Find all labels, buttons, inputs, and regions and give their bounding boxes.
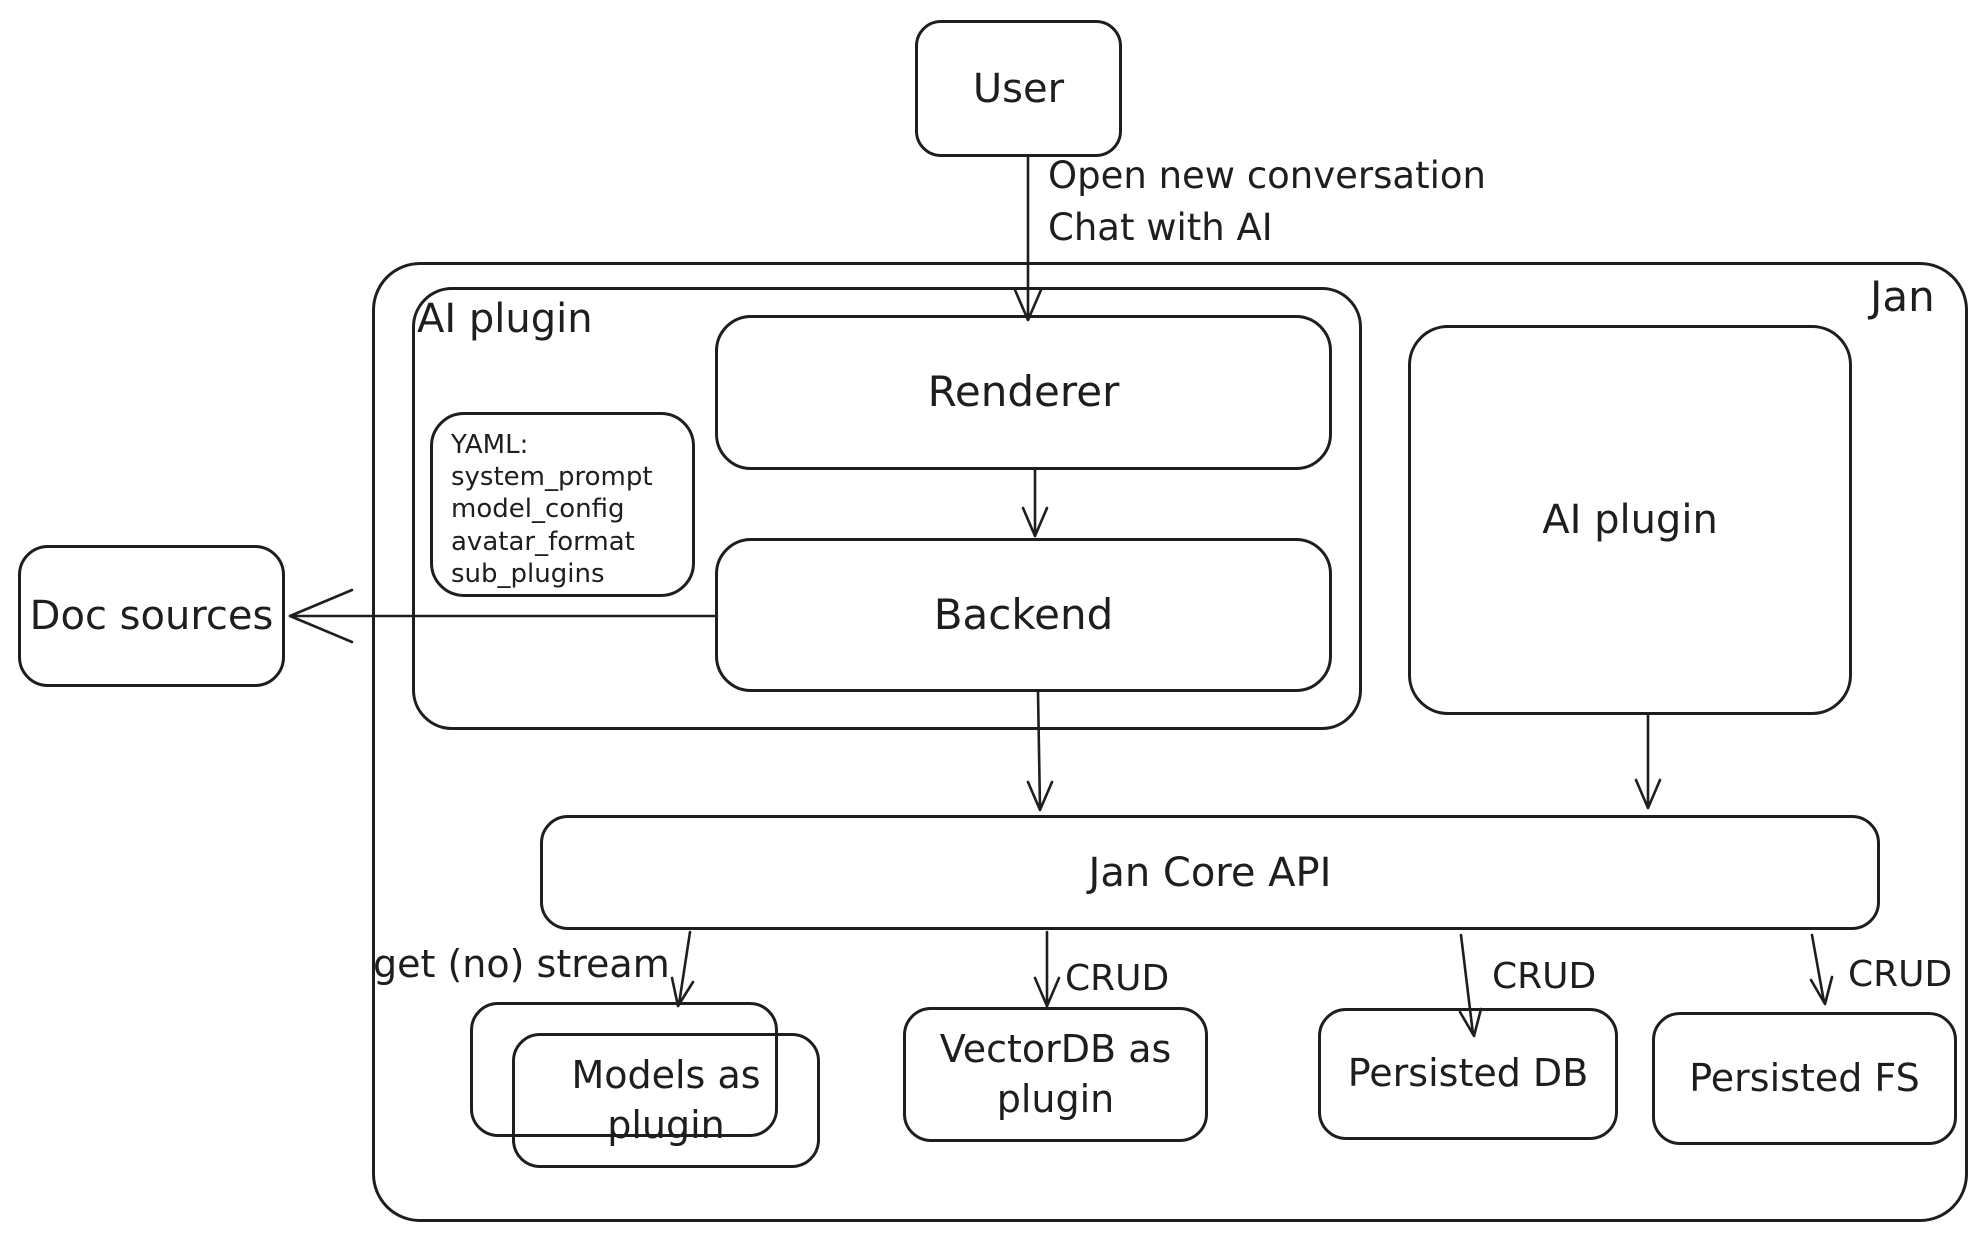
ai-plugin-group-box <box>412 287 1362 730</box>
node-renderer: Renderer <box>715 315 1332 470</box>
node-ai-plugin: AI plugin <box>1408 325 1852 715</box>
edge-label-crud-vectordb: CRUD <box>1065 958 1170 999</box>
jan-container-box <box>372 262 1968 1222</box>
node-jan-core-api-label: Jan Core API <box>1088 849 1332 896</box>
edge-label-crud-persisted-fs: CRUD <box>1848 954 1953 995</box>
node-persisted-db-label: Persisted DB <box>1347 1051 1589 1096</box>
edge-label-get-no-stream: get (no) stream <box>373 942 670 986</box>
node-backend-label: Backend <box>933 589 1114 639</box>
yaml-line-sub-plugins: sub_plugins <box>451 558 605 589</box>
edge-label-open-conversation-line1: Open new conversation <box>1048 154 1486 197</box>
edge-label-open-conversation-line2: Chat with AI <box>1048 205 1273 249</box>
node-models-as-plugin-back <box>470 1002 778 1137</box>
yaml-note: YAML: system_prompt model_config avatar_… <box>430 412 695 597</box>
yaml-line-avatar-format: avatar_format <box>451 526 635 557</box>
node-models-as-plugin-label: Models as plugin <box>571 1053 761 1147</box>
node-user-label: User <box>972 65 1065 112</box>
node-persisted-db: Persisted DB <box>1318 1008 1618 1140</box>
node-user: User <box>915 20 1122 157</box>
yaml-line-model-config: model_config <box>451 494 625 525</box>
edge-label-crud-persisted-db: CRUD <box>1492 956 1597 997</box>
node-doc-sources: Doc sources <box>18 545 285 687</box>
node-renderer-label: Renderer <box>927 367 1120 417</box>
node-persisted-fs-label: Persisted FS <box>1689 1055 1920 1100</box>
node-jan-core-api: Jan Core API <box>540 815 1880 930</box>
jan-container-label: Jan <box>1870 272 1935 321</box>
node-doc-sources-label: Doc sources <box>29 593 274 639</box>
node-ai-plugin-label: AI plugin <box>1542 497 1718 543</box>
node-persisted-fs: Persisted FS <box>1652 1012 1957 1145</box>
yaml-line-system-prompt: system_prompt <box>451 462 653 493</box>
node-vectordb-as-plugin-label: VectorDB as plugin <box>939 1027 1172 1121</box>
node-models-as-plugin: Models as plugin <box>512 1033 820 1168</box>
node-backend: Backend <box>715 538 1332 692</box>
yaml-line-title: YAML: <box>451 430 529 460</box>
edge-label-open-conversation: Open new conversation Chat with AI <box>1048 150 1486 254</box>
ai-plugin-group-label: AI plugin <box>417 296 593 342</box>
node-vectordb-as-plugin: VectorDB as plugin <box>903 1007 1208 1142</box>
